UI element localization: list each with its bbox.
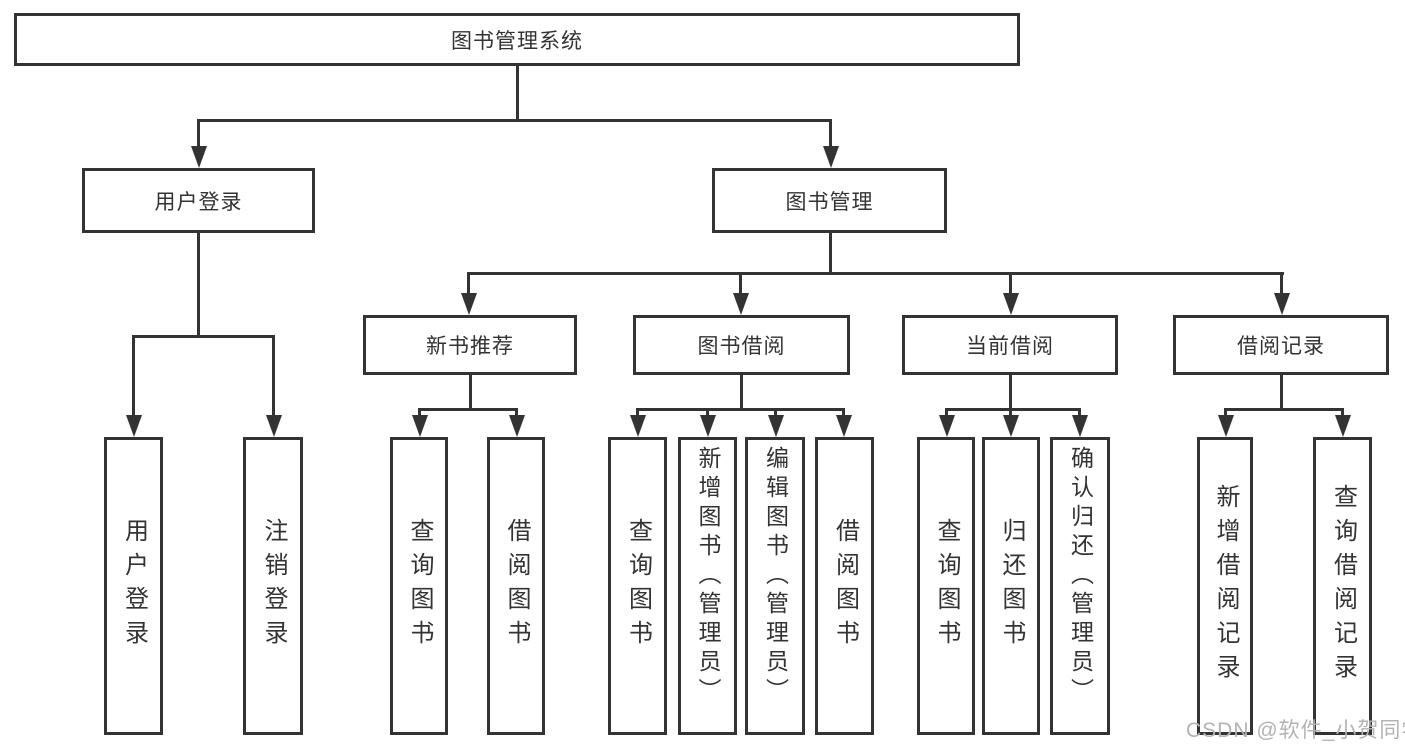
arrowhead-leaf-login	[125, 415, 142, 437]
leaf-br-query-record: 查询借阅记录	[1313, 437, 1372, 735]
connector-arrow-cb1-stem	[945, 408, 948, 420]
connector-arrow-bb3-stem	[774, 408, 777, 420]
arrowhead-nb-borrow	[508, 415, 525, 437]
connector-arrow-leaf-login-stem	[132, 335, 135, 419]
node-book-management: 图书管理	[712, 168, 947, 233]
node-user-login: 用户登录	[82, 168, 315, 233]
connector-arrow-user-login-stem	[197, 119, 200, 149]
leaf-user-login-label: 用户登录	[120, 518, 148, 654]
connector-user-login-split	[132, 335, 275, 338]
leaf-bb-add-books-admin-label: 新增图书（管理员）	[695, 446, 721, 707]
leaf-bb-edit-books-admin-label: 编辑图书（管理员）	[762, 446, 789, 707]
arrowhead-br-add	[1217, 415, 1234, 437]
connector-arrow-nb1-stem	[418, 408, 421, 420]
arrowhead-records	[1273, 293, 1290, 315]
connector-book-mgmt-stem	[829, 233, 832, 275]
arrowhead-bb-edit	[767, 415, 784, 437]
arrowhead-nb-query	[411, 415, 428, 437]
connector-arrow-new-book-stem	[467, 272, 470, 297]
node-root: 图书管理系统	[14, 13, 1020, 66]
connector-borrowing-split	[636, 408, 844, 411]
arrowhead-bb-query	[629, 415, 646, 437]
arrowhead-borrowing	[732, 293, 749, 315]
connector-new-book-split	[418, 408, 518, 411]
leaf-user-login: 用户登录	[104, 437, 163, 735]
connector-arrow-leaf-logout-stem	[272, 335, 275, 419]
connector-arrow-cb2-stem	[1009, 408, 1012, 420]
leaf-bb-borrow-books-label: 借阅图书	[831, 518, 859, 654]
node-current-borrowing: 当前借阅	[902, 315, 1118, 375]
connector-records-split	[1224, 408, 1344, 411]
connector-arrow-borrowing-stem	[739, 272, 742, 297]
connector-arrow-br1-stem	[1224, 408, 1227, 420]
leaf-nb-borrow-books-label: 借阅图书	[503, 518, 530, 654]
leaf-logout: 注销登录	[243, 437, 303, 735]
arrowhead-user-login	[190, 146, 207, 168]
connector-records-stem	[1280, 375, 1283, 409]
arrowhead-book-mgmt	[822, 146, 839, 168]
connector-root-stem	[516, 65, 519, 120]
leaf-bb-edit-books-admin: 编辑图书（管理员）	[745, 437, 805, 735]
node-book-borrowing: 图书借阅	[633, 315, 850, 375]
leaf-bb-borrow-books: 借阅图书	[815, 437, 874, 735]
connector-arrow-book-mgmt-stem	[829, 119, 832, 149]
leaf-nb-borrow-books: 借阅图书	[487, 437, 545, 735]
leaf-br-query-record-label: 查询借阅记录	[1329, 484, 1357, 688]
connector-new-book-stem	[469, 375, 472, 409]
leaf-bb-add-books-admin: 新增图书（管理员）	[678, 437, 737, 735]
connector-arrow-br2-stem	[1341, 408, 1344, 420]
leaf-cb-return-books-label: 归还图书	[998, 518, 1025, 654]
connector-borrowing-stem	[740, 375, 743, 409]
leaf-bb-query-books: 查询图书	[608, 437, 667, 735]
connector-user-login-stem	[197, 233, 200, 336]
arrowhead-cb-return	[1002, 415, 1019, 437]
node-new-book-recommend: 新书推荐	[363, 315, 577, 375]
leaf-br-add-record-label: 新增借阅记录	[1212, 484, 1239, 688]
arrowhead-new-book	[460, 293, 477, 315]
leaf-br-add-record: 新增借阅记录	[1197, 437, 1253, 735]
node-borrow-records: 借阅记录	[1173, 315, 1389, 375]
arrowhead-cb-confirm	[1071, 415, 1088, 437]
leaf-bb-query-books-label: 查询图书	[624, 518, 652, 654]
leaf-nb-query-books: 查询图书	[390, 437, 448, 735]
connector-arrow-bb4-stem	[842, 408, 845, 420]
leaf-cb-confirm-return-admin: 确认归还（管理员）	[1050, 437, 1110, 735]
connector-arrow-nb2-stem	[515, 408, 518, 420]
leaf-cb-query-books-label: 查询图书	[933, 518, 960, 654]
connector-current-split	[945, 408, 1081, 411]
leaf-cb-confirm-return-admin-label: 确认归还（管理员）	[1067, 446, 1094, 707]
connector-arrow-records-stem	[1280, 272, 1283, 297]
connector-root-split	[197, 119, 832, 122]
connector-current-stem	[1009, 375, 1012, 409]
connector-arrow-bb2-stem	[706, 408, 709, 420]
arrowhead-leaf-logout	[265, 415, 282, 437]
leaf-cb-return-books: 归还图书	[982, 437, 1040, 735]
leaf-nb-query-books-label: 查询图书	[406, 518, 433, 654]
connector-arrow-cb3-stem	[1078, 408, 1081, 420]
csdn-watermark: CSDN @软件_小贺同学	[1186, 719, 1405, 742]
connector-book-mgmt-split	[467, 272, 1284, 275]
connector-arrow-bb1-stem	[636, 408, 639, 420]
arrowhead-cb-query	[938, 415, 955, 437]
arrowhead-br-query	[1334, 415, 1351, 437]
leaf-cb-query-books: 查询图书	[917, 437, 975, 735]
arrowhead-current	[1002, 293, 1019, 315]
arrowhead-bb-borrow	[835, 415, 852, 437]
arrowhead-bb-add	[699, 415, 716, 437]
connector-arrow-current-stem	[1009, 272, 1012, 297]
leaf-logout-label: 注销登录	[260, 518, 287, 654]
